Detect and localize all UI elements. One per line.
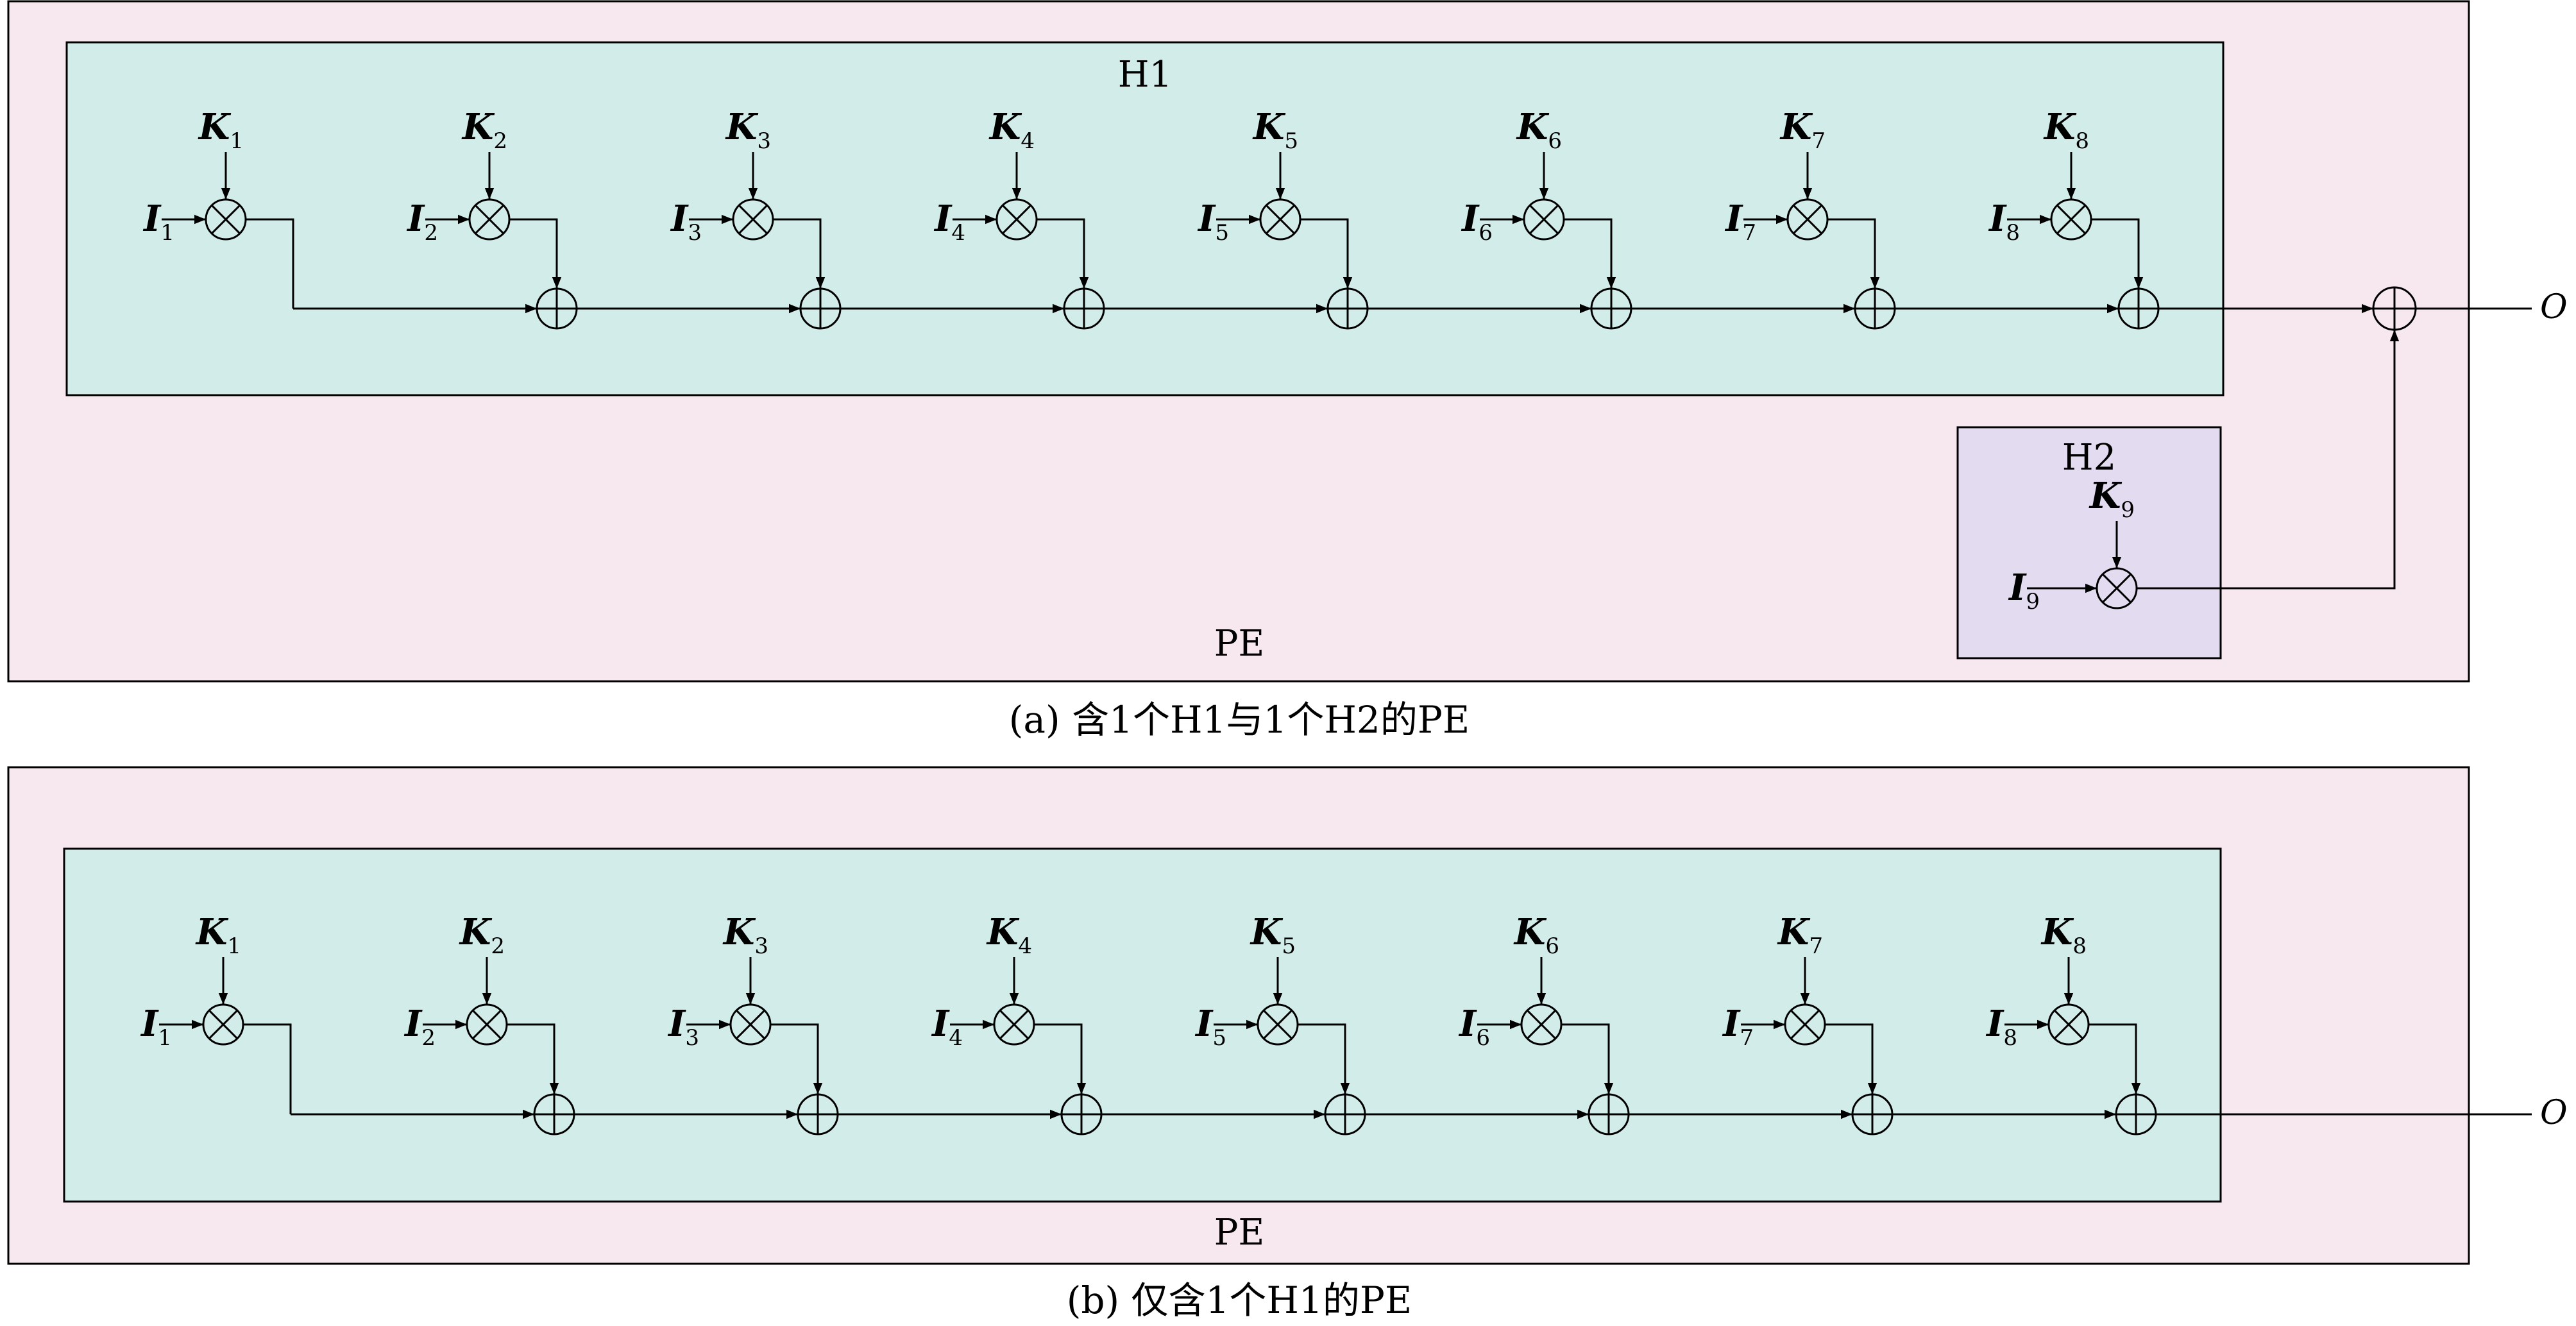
input-label: I7	[1722, 1003, 1754, 1051]
weight-label: K3	[722, 911, 768, 959]
weight-label: K5	[1252, 106, 1298, 154]
output-label-b: O	[2540, 1094, 2568, 1132]
weight-label: K2	[459, 911, 505, 959]
weight-label: K7	[1779, 106, 1826, 154]
weight-label: K1	[198, 106, 244, 154]
multiply-icon	[996, 198, 1038, 241]
h2-box-a	[1956, 426, 2222, 659]
input-label: I1	[142, 198, 174, 246]
weight-label: K8	[2040, 911, 2087, 959]
adder-icon	[1060, 1093, 1103, 1135]
h2-label-a: H2	[2062, 437, 2116, 479]
input-label: I3	[667, 1003, 699, 1051]
adder-icon	[1588, 1093, 1630, 1135]
adder-icon	[536, 287, 578, 330]
caption-b: (b) 仅含1个H1的PE	[1067, 1279, 1412, 1322]
input-label: I2	[406, 198, 438, 246]
input-label: I6	[1458, 1003, 1490, 1051]
adder-icon	[1851, 1093, 1894, 1135]
input-label: I1	[140, 1003, 172, 1051]
adder-icon	[1590, 287, 1632, 330]
input-label: I8	[1988, 198, 2020, 246]
input-label: I6	[1461, 198, 1493, 246]
weight-label: K9	[2089, 475, 2135, 523]
adder-icon	[533, 1093, 575, 1135]
weight-label: K2	[461, 106, 507, 154]
final-adder-a: O	[2136, 286, 2568, 590]
weight-label: K4	[986, 911, 1032, 959]
adder-icon	[1854, 287, 1896, 330]
input-label: I9	[2008, 566, 2040, 615]
input-label: I2	[403, 1003, 436, 1051]
weight-label: K3	[725, 106, 771, 154]
input-label: I7	[1724, 198, 1756, 246]
adder-icon	[799, 287, 842, 330]
weight-label: K6	[1513, 911, 1559, 959]
weight-label: K4	[988, 106, 1035, 154]
caption-a: (a) 含1个H1与1个H2的PE	[1009, 698, 1470, 742]
input-label: I3	[670, 198, 702, 246]
pe-label-a: PE	[1214, 623, 1265, 665]
weight-label: K6	[1516, 106, 1562, 154]
output-label-a: O	[2540, 288, 2568, 327]
multiply-icon	[729, 1003, 772, 1046]
adder-icon	[2115, 1093, 2157, 1135]
adder-icon	[1324, 1093, 1366, 1135]
input-label: I8	[1985, 1003, 2017, 1051]
input-label: I5	[1194, 1003, 1226, 1051]
input-label: I4	[931, 1003, 963, 1051]
accumulate-wires-a	[246, 218, 2119, 314]
adder-icon	[1063, 287, 1105, 330]
output-b: O	[2155, 1094, 2568, 1132]
input-label: I4	[933, 198, 965, 246]
pe-label-b: PE	[1214, 1212, 1265, 1254]
input-label: I5	[1197, 198, 1229, 246]
weight-label: K8	[2043, 106, 2089, 154]
h1-box-b	[63, 847, 2222, 1203]
accumulate-wires-b	[243, 1023, 2116, 1119]
weight-label: K5	[1250, 911, 1296, 959]
weight-label: K7	[1777, 911, 1823, 959]
weight-label: K1	[195, 911, 241, 959]
adder-icon	[1326, 287, 1369, 330]
adder-icon	[797, 1093, 839, 1135]
h1-label-a: H1	[1118, 54, 1172, 96]
